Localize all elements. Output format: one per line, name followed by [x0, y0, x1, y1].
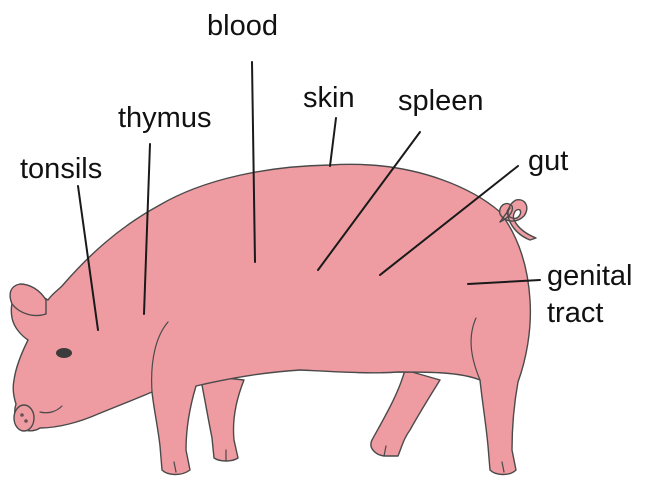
far-hind-leg — [371, 370, 440, 456]
far-front-leg — [200, 375, 244, 461]
label-tract: tract — [547, 297, 603, 329]
label-skin: skin — [303, 82, 355, 114]
pig-illustration — [10, 164, 536, 474]
label-genital: genital — [547, 260, 632, 292]
pig-eye-icon — [56, 348, 72, 358]
label-thymus: thymus — [118, 102, 211, 134]
skin-leader-line — [330, 118, 336, 166]
label-gut: gut — [528, 145, 568, 177]
label-blood: blood — [207, 10, 278, 42]
pig-body — [11, 164, 530, 474]
label-tonsils: tonsils — [20, 153, 102, 185]
label-spleen: spleen — [398, 85, 483, 117]
pig-snout-icon — [14, 405, 34, 431]
nostril-icon — [20, 413, 24, 417]
nostril-icon — [24, 419, 28, 423]
